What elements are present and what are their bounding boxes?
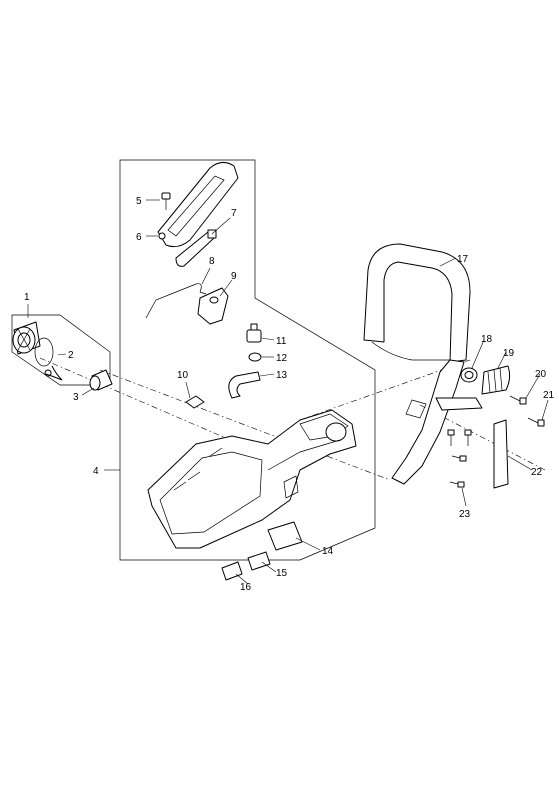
lever-part xyxy=(197,287,229,325)
callout-11: 11 xyxy=(276,336,287,347)
filter-cap-part xyxy=(12,321,41,355)
grommet-part xyxy=(185,395,205,409)
screw-20-part xyxy=(509,395,527,405)
callout-21: 21 xyxy=(543,390,555,401)
callout-10: 10 xyxy=(177,370,189,381)
callout-16: 16 xyxy=(240,582,252,593)
plate-14-part xyxy=(267,521,303,551)
hose-part xyxy=(228,371,261,399)
callout-8: 8 xyxy=(209,256,215,267)
callout-23: 23 xyxy=(459,509,471,520)
front-handle-part xyxy=(363,243,471,485)
callout-13: 13 xyxy=(276,370,288,381)
callout-17: 17 xyxy=(457,254,469,265)
callout-19: 19 xyxy=(503,348,515,359)
bracket-part xyxy=(435,397,483,411)
callout-9: 9 xyxy=(231,271,237,282)
callout-6: 6 xyxy=(136,232,142,243)
tank-housing-part xyxy=(147,409,357,549)
valve-part xyxy=(246,323,262,343)
callout-15: 15 xyxy=(276,568,288,579)
callout-14: 14 xyxy=(322,546,334,557)
bushing-part xyxy=(460,367,478,383)
callout-5: 5 xyxy=(136,196,142,207)
callout-1: 1 xyxy=(24,292,30,303)
o-ring-part xyxy=(34,337,63,381)
assembly-group-outline xyxy=(119,159,376,561)
callout-4: 4 xyxy=(93,466,99,477)
callout-20: 20 xyxy=(535,369,547,380)
screw-21-part xyxy=(527,417,545,427)
callout-labels: 1 2 3 4 5 6 7 8 9 10 11 12 13 14 15 16 1… xyxy=(24,196,555,593)
top-cover-part xyxy=(157,162,239,248)
callout-2: 2 xyxy=(68,350,74,361)
screw-5-part xyxy=(161,192,171,210)
axis-line-filter xyxy=(99,369,391,481)
filter-element-part xyxy=(89,369,113,391)
screw-23-part xyxy=(449,481,465,488)
spring-wire-part xyxy=(145,283,207,319)
callout-18: 18 xyxy=(481,334,493,345)
callout-7: 7 xyxy=(231,208,237,219)
plate-16-part xyxy=(221,561,243,581)
plate-15-part xyxy=(247,551,271,571)
callout-22: 22 xyxy=(531,467,543,478)
screw-pair-part xyxy=(447,429,472,462)
washer-part xyxy=(248,352,262,362)
callout-12: 12 xyxy=(276,353,288,364)
spring-part xyxy=(481,365,511,395)
rubber-strip-part xyxy=(493,419,509,489)
leader-lines xyxy=(27,199,549,585)
callout-3: 3 xyxy=(73,392,79,403)
